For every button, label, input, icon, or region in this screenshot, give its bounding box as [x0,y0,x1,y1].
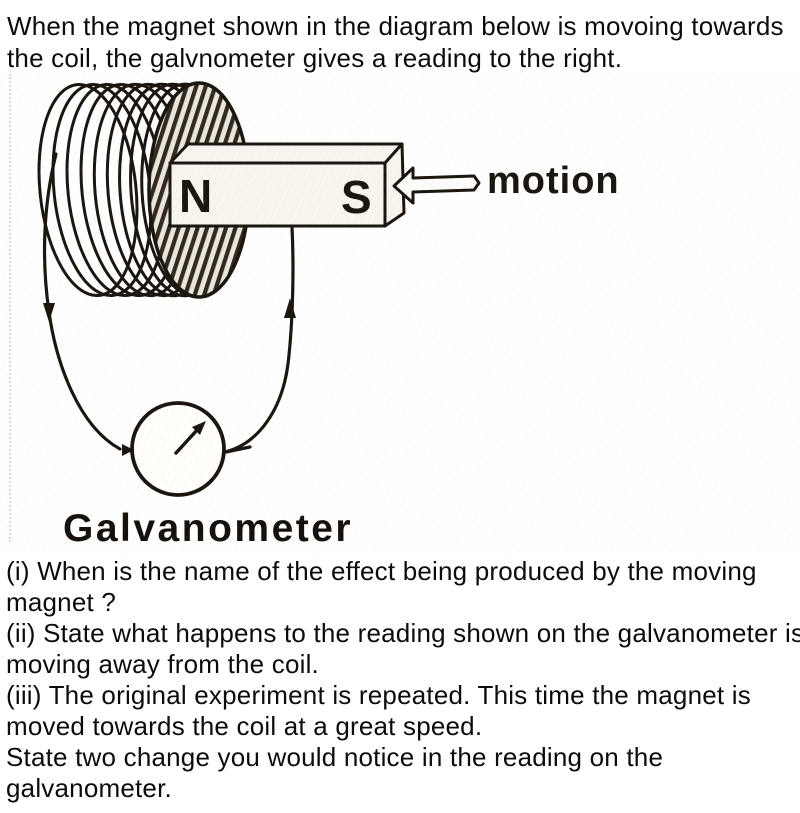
intro-line: When the magnet shown in the diagram bel… [7,11,784,41]
question-line: (i) When is the name of the effect being… [6,556,757,586]
intro-line: the coil, the galvnometer gives a readin… [7,43,623,73]
scan-edge-dotted-line [9,74,11,542]
motion-arrow-icon [392,166,481,205]
question-line: galvanometer. [6,773,172,803]
question-line: moved towards the coil at a great speed. [6,711,483,741]
question-line: (ii) State what happens to the reading s… [6,618,800,648]
galvanometer [130,401,226,497]
galvanometer-needle [174,427,200,455]
question-line: (iii) The original experiment is repeate… [6,680,751,710]
question-line: State two change you would notice in the… [6,742,664,772]
question-line: moving away from the coil. [6,649,319,679]
magnet-front-face [168,161,387,228]
question-intro: When the magnet shown in the diagram bel… [7,10,797,74]
induction-experiment-diagram: N S motion Galvanometer [0,72,800,554]
magnet-n-label: N [179,170,212,222]
magnet-top-face [168,142,404,165]
needle-arrowhead-icon [192,421,206,435]
galvanometer-label: Galvanometer [63,507,353,550]
wire-terminal-arrow-icon [122,444,134,456]
coil-magnet-galvanometer-figure: N S motion Galvanometer [37,81,620,550]
current-arrow-down-icon [43,303,55,322]
wire-right [223,225,295,454]
magnet-s-label: S [341,171,372,223]
current-arrow-up-icon [284,298,296,318]
question-list: (i) When is the name of the effect being… [6,556,800,804]
galvanometer-right-stub [224,445,252,454]
question-line: magnet ? [6,587,117,617]
motion-label: motion [487,160,620,202]
bar-magnet: N S [168,142,406,228]
